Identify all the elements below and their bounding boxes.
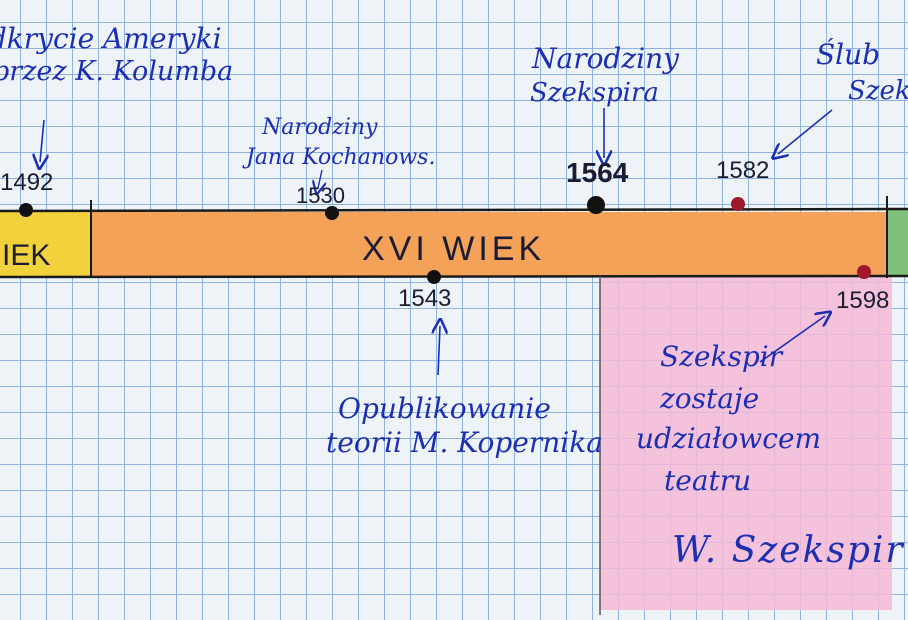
arrow-1598 (759, 316, 825, 363)
arrow-1530 (318, 169, 322, 188)
dot-1492 (19, 203, 33, 217)
timeline-axis (0, 196, 908, 615)
year-1564: 1564 (566, 157, 629, 188)
year-1543: 1543 (398, 285, 452, 312)
event-shakespeare-birth-line1: Narodziny (532, 42, 679, 75)
event-wedding-line2: Szek (848, 76, 908, 106)
year-1530: 1530 (296, 183, 345, 208)
arrow-1492 (40, 119, 44, 162)
event-kochanowski-line2: Jana Kochanows. (246, 145, 436, 170)
dot-1564 (587, 196, 605, 214)
event-theatre-line4: teatru (664, 464, 752, 497)
xvi-century-block (92, 212, 888, 276)
year-1492: 1492 (0, 169, 54, 196)
event-theatre-line2: zostaje (660, 382, 760, 415)
event-copernicus-line1: Opublikowanie (338, 392, 551, 425)
arrow-1582 (778, 109, 833, 154)
xvii-century-block (888, 210, 908, 276)
event-columbus-line2: przez K. Kolumba (0, 56, 234, 87)
shakespeare-panel-title: W. Szekspir (672, 530, 905, 571)
century-xvi-label: XVI WIEK (362, 230, 546, 268)
arrow-1543 (438, 326, 440, 376)
dot-1582 (731, 197, 745, 211)
dot-1598 (857, 265, 871, 279)
century-xv-label: IEK (2, 239, 51, 272)
event-theatre-line1: Szekspir (660, 340, 783, 373)
year-1598: 1598 (836, 287, 890, 314)
event-wedding-line1: Ślub (816, 38, 881, 71)
year-1582: 1582 (716, 157, 770, 184)
event-kochanowski-line1: Narodziny (262, 115, 378, 140)
event-copernicus-line2: teorii M. Kopernika (326, 426, 603, 459)
xv-century-block (0, 212, 90, 276)
dot-1530 (325, 206, 339, 220)
event-theatre-line3: udziałowcem (636, 422, 822, 455)
shakespeare-panel (600, 272, 892, 610)
event-columbus-line1: odkrycie Ameryki (0, 22, 222, 55)
dot-1543 (427, 270, 441, 284)
event-shakespeare-birth-line2: Szekspira (530, 78, 659, 108)
